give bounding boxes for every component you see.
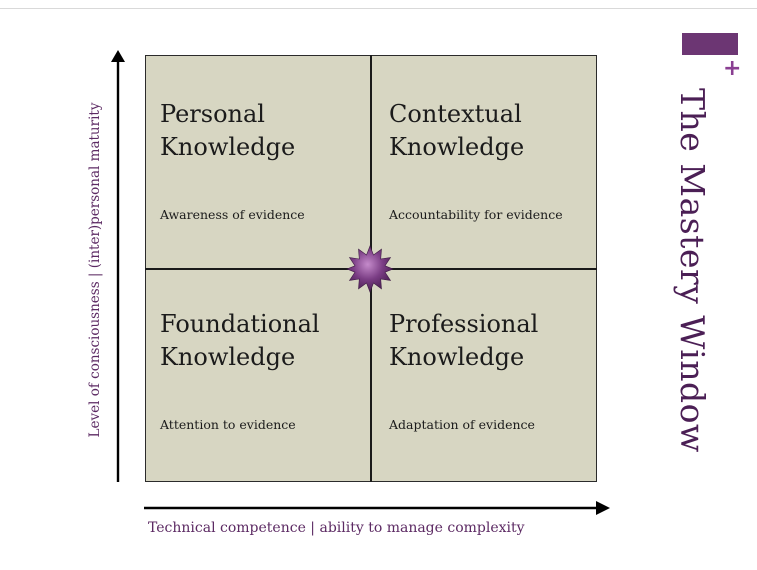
quadrant-title-line1: Foundational <box>160 310 320 338</box>
x-axis-label: Technical competence | ability to manage… <box>148 520 525 536</box>
y-axis-arrow <box>111 50 125 482</box>
x-axis-arrow <box>144 501 610 515</box>
quadrant-title-professional: Professional Knowledge <box>389 308 594 374</box>
quadrant-title-line1: Contextual <box>389 100 522 128</box>
quadrant-title-line2: Knowledge <box>160 133 296 161</box>
quadrant-title-personal: Personal Knowledge <box>160 98 365 164</box>
star-icon <box>346 245 394 293</box>
quadrant-title-line2: Knowledge <box>389 133 525 161</box>
quadrant-subtitle-professional: Adaptation of evidence <box>389 417 535 432</box>
quadrant-title-contextual: Contextual Knowledge <box>389 98 594 164</box>
quadrant-title-line1: Professional <box>389 310 539 338</box>
quadrant-title-line2: Knowledge <box>389 343 525 371</box>
quadrant-title-foundational: Foundational Knowledge <box>160 308 365 374</box>
y-axis-label: Level of consciousness | (inter)personal… <box>87 102 103 438</box>
quadrant-title-line1: Personal <box>160 100 265 128</box>
quadrant-subtitle-contextual: Accountability for evidence <box>389 207 563 222</box>
quadrant-subtitle-foundational: Attention to evidence <box>160 417 296 432</box>
plus-icon: + <box>723 56 742 81</box>
quadrant-subtitle-personal: Awareness of evidence <box>160 207 305 222</box>
quadrant-title-line2: Knowledge <box>160 343 296 371</box>
brand-bar <box>682 33 738 55</box>
slide-title: The Mastery Window <box>673 88 712 453</box>
top-divider <box>0 8 757 9</box>
